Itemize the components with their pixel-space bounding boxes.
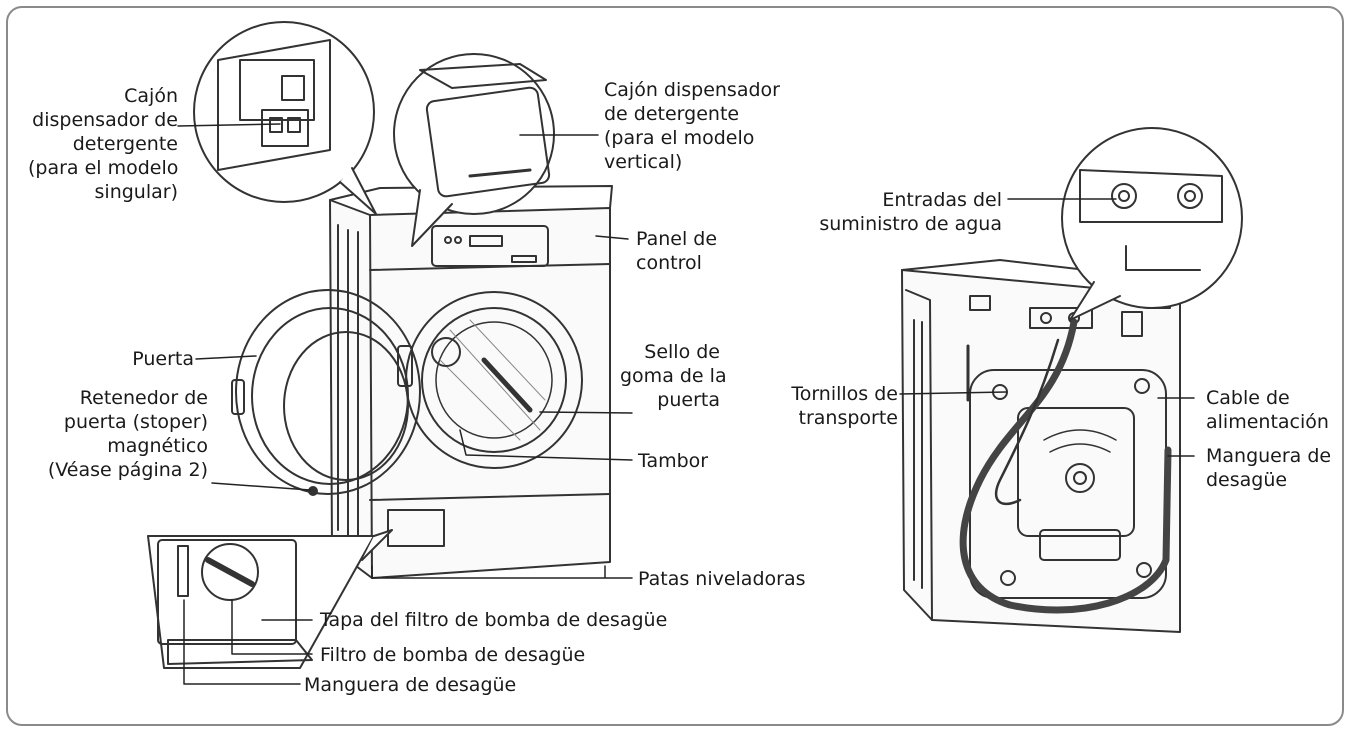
label-door-seal: Sello de goma de la puerta (620, 341, 727, 411)
label-dispenser-single: Cajón dispensador de detergente (para el… (28, 85, 179, 203)
label-dispenser-vertical: Cajón dispensador de detergente (para el… (604, 79, 780, 173)
label-control-panel: Panel de control (636, 228, 718, 274)
label-drum: Tambor (638, 450, 709, 472)
label-drain-hose-front: Manguera de desagüe (304, 674, 517, 696)
label-pump-filter: Filtro de bomba de desagüe (320, 644, 586, 666)
label-power-cable: Cable de alimentación (1206, 387, 1329, 433)
label-leveling-feet: Patas niveladoras (638, 568, 806, 590)
label-door-retainer: Retenedor de puerta (stoper) magnético (… (47, 387, 208, 481)
leader-lines (177, 123, 1195, 685)
drain-filter-bubble (147, 529, 393, 669)
label-pump-filter-cover: Tapa del filtro de bomba de desagüe (320, 609, 668, 631)
diagram-frame (6, 6, 1344, 726)
water-inlets-bubble (1061, 127, 1243, 321)
label-drain-hose-back: Manguera de desagüe (1206, 445, 1332, 491)
rear-washer (901, 259, 1191, 633)
dispenser-single-bubble (193, 21, 377, 215)
dispenser-vertical-bubble (393, 53, 555, 247)
label-door: Puerta (132, 348, 194, 370)
front-washer (231, 185, 613, 579)
label-water-inlets: Entradas del suministro de agua (819, 189, 1002, 235)
label-transport-bolts: Tornillos de transporte (791, 383, 898, 429)
